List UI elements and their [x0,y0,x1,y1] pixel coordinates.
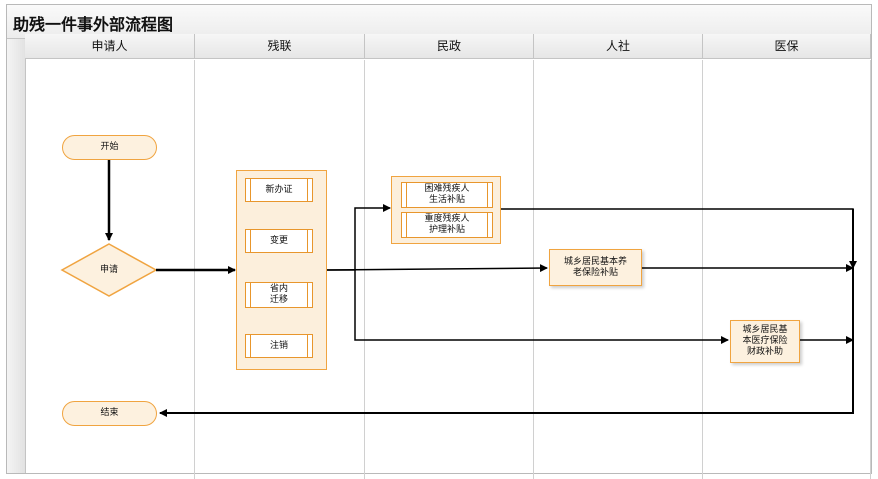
title-bar: 助残一件事外部流程图 [7,5,871,39]
edge-disability-hrss [326,264,548,273]
end-node: 结束 [62,401,157,426]
process-new-cert: 新办证 [245,178,313,202]
process-living-subsidy: 困难残疾人 生活补贴 [401,182,493,208]
lane-header-civil: 民政 [365,34,534,59]
process-migrate: 省内 迁移 [245,282,313,308]
start-node: 开始 [62,135,157,160]
edge-disability-civil [327,204,391,271]
edge-disability-medical [354,270,729,344]
lane-hrss [534,60,703,479]
edge-rail-end [159,209,854,417]
lane-header-medical: 医保 [703,34,871,59]
lane-header-applicant: 申请人 [25,34,195,59]
lane-civil [365,60,534,479]
pool-side-strip [7,39,26,473]
diagram-frame: 助残一件事外部流程图 [6,4,872,474]
decision-diamond [60,243,158,297]
process-change: 变更 [245,229,313,253]
diagram-title: 助残一件事外部流程图 [13,15,174,34]
lane-header-disability: 残联 [195,34,365,59]
process-care-subsidy: 重度残疾人 护理补贴 [401,212,493,238]
lane-header-hrss: 人社 [534,34,703,59]
process-medical-subsidy: 城乡居民基 本医疗保险 财政补助 [730,320,800,363]
process-pension-subsidy: 城乡居民基本养 老保险补贴 [549,249,642,286]
apply-label: 申请 [99,265,118,275]
process-cancel: 注销 [245,334,313,358]
lane-medical [703,60,871,479]
